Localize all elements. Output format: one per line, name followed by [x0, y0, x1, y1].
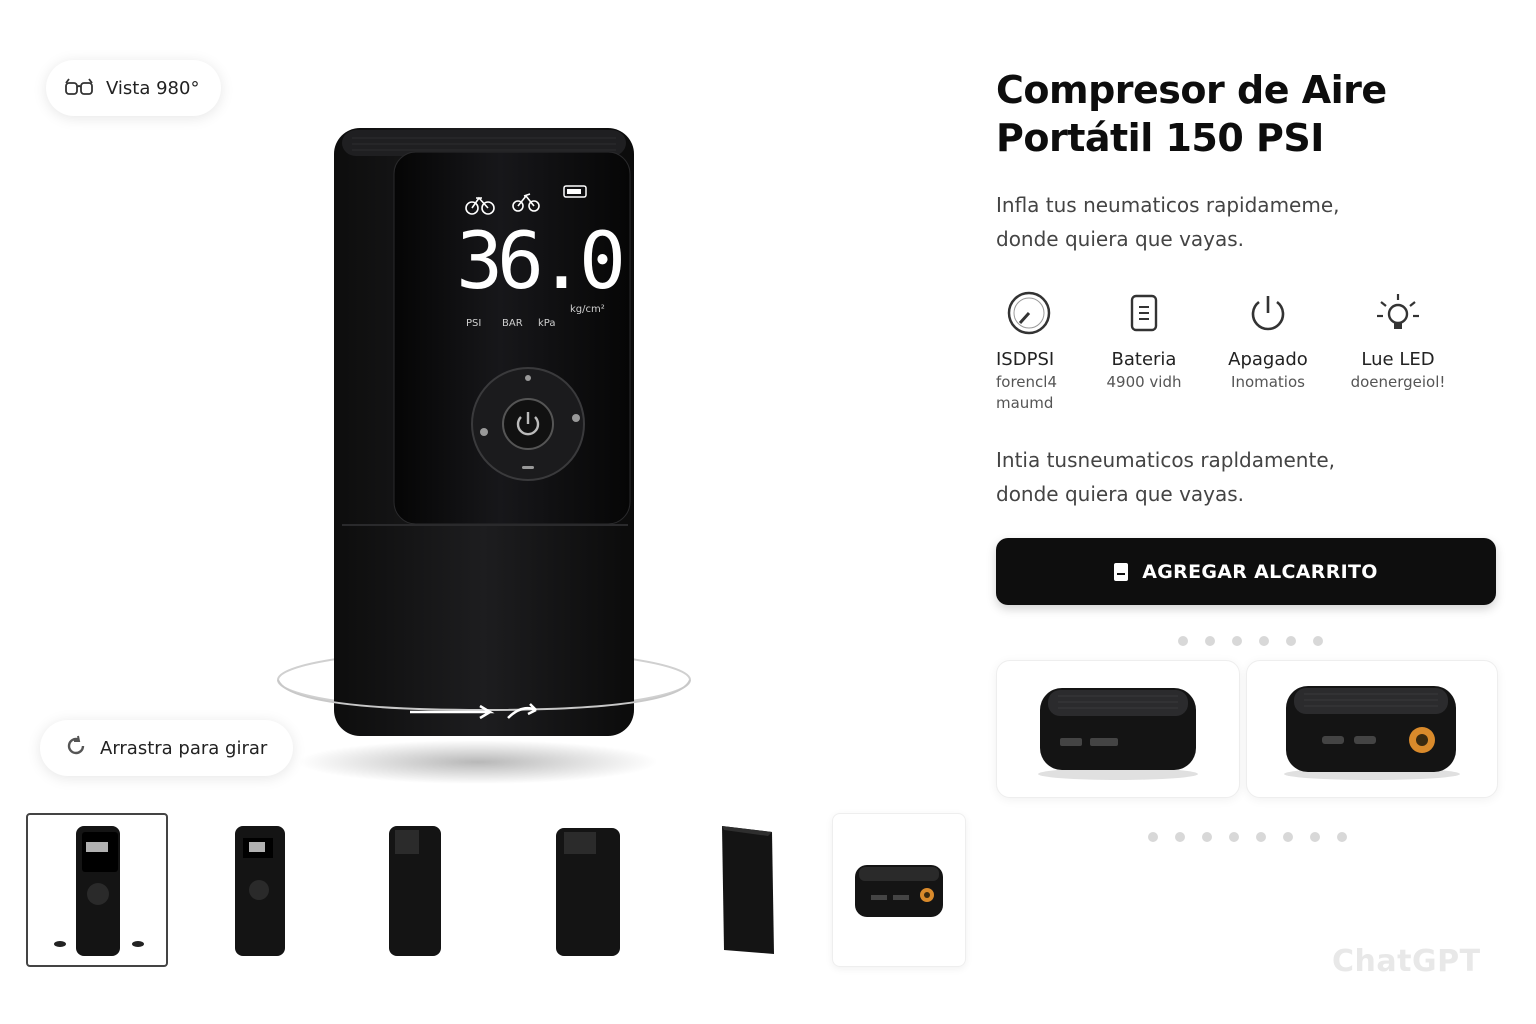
product-title: Compresor de Aire Portátil 150 PSI — [996, 66, 1476, 162]
carousel-dot[interactable] — [1175, 832, 1185, 842]
carousel-dot[interactable] — [1202, 832, 1212, 842]
thumbnail-bottom[interactable] — [832, 813, 966, 967]
feature-battery-sub1: 4900 vidh — [1106, 373, 1182, 391]
carousel-dots-bottom — [1148, 832, 1347, 842]
feature-auto-off-sub1: Inomatios — [1231, 373, 1305, 391]
product-title-line-1: Compresor de Aire — [996, 68, 1387, 112]
carousel-dot[interactable] — [1205, 636, 1215, 646]
product-description-1: Infla tus neumaticos rapidameme, donde q… — [996, 188, 1456, 256]
detail-carousel — [996, 660, 1498, 798]
bike-icon — [465, 196, 495, 215]
feature-psi-sub1: forencl4 — [996, 373, 1057, 391]
add-to-cart-button[interactable]: AGREGAR ALCARRITO — [996, 538, 1496, 605]
feature-list: ISDPSI forencl4 maumd Bateria 4900 vidh … — [986, 285, 1486, 415]
unit-kgcm: kg/cm² — [570, 304, 605, 315]
feature-battery-label: Bateria — [1111, 349, 1177, 370]
feature-auto-off-label: Apagado — [1228, 349, 1308, 370]
battery-level-icon — [563, 185, 587, 198]
feature-auto-off: Apagado Inomatios — [1208, 285, 1328, 392]
feature-led-label: Lue LED — [1361, 349, 1435, 370]
unit-bar: BAR — [502, 318, 523, 329]
carousel-slide-ports[interactable] — [996, 660, 1240, 798]
feature-psi: ISDPSI forencl4 maumd — [996, 285, 1116, 413]
thumbnail-angle-1[interactable] — [188, 813, 330, 967]
moto-icon — [512, 193, 540, 212]
pressure-reading: 36.0 — [456, 217, 621, 307]
thumbnail-side[interactable] — [344, 813, 486, 967]
glasses-icon — [64, 75, 94, 102]
unit-kpa: kPa — [538, 318, 556, 329]
view-label: Vista 980° — [106, 77, 200, 99]
thumbnail-strip — [26, 813, 966, 969]
rotate-icon — [64, 734, 88, 763]
led-icon — [1338, 285, 1458, 341]
description-1-line-2: donde quiera que vayas. — [996, 227, 1245, 251]
power-icon — [1208, 285, 1328, 341]
battery-icon — [1084, 285, 1204, 341]
carousel-dot[interactable] — [1229, 832, 1239, 842]
product-title-line-2: Portátil 150 PSI — [996, 116, 1324, 160]
cart-icon — [1114, 562, 1129, 581]
carousel-dot[interactable] — [1310, 832, 1320, 842]
carousel-dot[interactable] — [1313, 636, 1323, 646]
carousel-slide-valve[interactable] — [1246, 660, 1498, 798]
view-360-pill[interactable]: Vista 980° — [46, 60, 222, 116]
power-button-icon[interactable] — [516, 412, 540, 436]
gauge-icon — [996, 285, 1116, 341]
drag-label: Arrastra para girar — [100, 737, 268, 759]
carousel-dot[interactable] — [1232, 636, 1242, 646]
carousel-dot[interactable] — [1148, 832, 1158, 842]
unit-psi: PSI — [466, 318, 481, 329]
product-description-2: Intia tusneumaticos rapldamente, donde q… — [996, 443, 1456, 511]
carousel-dot[interactable] — [1259, 636, 1269, 646]
description-1-line-1: Infla tus neumaticos rapidameme, — [996, 193, 1340, 217]
add-to-cart-label: AGREGAR ALCARRITO — [1142, 560, 1378, 583]
thumbnail-back[interactable] — [516, 813, 658, 967]
feature-led: Lue LED doenergeiol! — [1338, 285, 1458, 392]
carousel-dot[interactable] — [1178, 636, 1188, 646]
drag-to-rotate-pill[interactable]: Arrastra para girar — [40, 720, 294, 776]
carousel-dot[interactable] — [1337, 832, 1347, 842]
feature-psi-label: ISDPSI — [996, 349, 1055, 370]
carousel-dot[interactable] — [1256, 832, 1266, 842]
feature-psi-sub2: maumd — [996, 394, 1054, 412]
feature-led-sub1: doenergeiol! — [1350, 373, 1446, 391]
feature-battery: Bateria 4900 vidh — [1084, 285, 1204, 392]
carousel-dot[interactable] — [1286, 636, 1296, 646]
description-2-line-1: Intia tusneumaticos rapldamente, — [996, 448, 1335, 472]
watermark: ChatGPT — [1332, 944, 1481, 979]
carousel-dot[interactable] — [1283, 832, 1293, 842]
description-2-line-2: donde quiera que vayas. — [996, 482, 1245, 506]
thumbnail-front[interactable] — [26, 813, 168, 967]
thumbnail-angle-2[interactable] — [676, 813, 818, 967]
carousel-dots-top — [1178, 636, 1323, 646]
product-360-viewer[interactable]: 36.0 PSI BAR kPa kg/cm² — [260, 120, 700, 800]
rotate-arrow-icon — [410, 704, 495, 720]
